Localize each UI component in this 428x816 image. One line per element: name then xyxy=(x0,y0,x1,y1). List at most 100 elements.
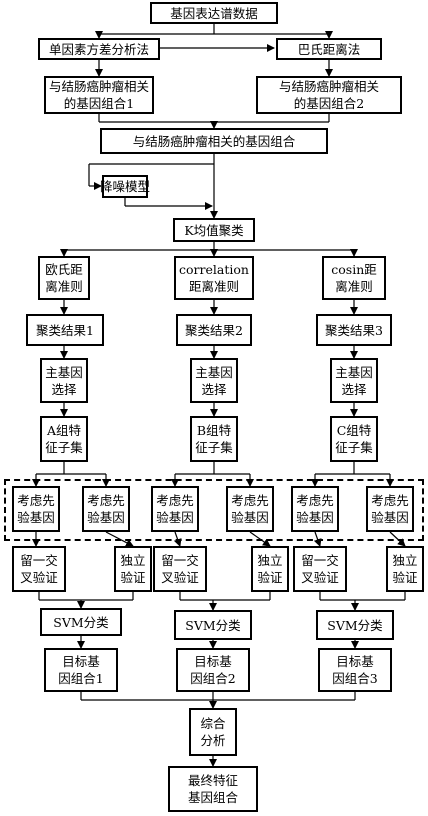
node-gene-expression-data: 基因表达谱数据 xyxy=(150,2,278,24)
node-text-line: 聚类结果2 xyxy=(185,322,243,338)
node-text-line: 叉验证 xyxy=(20,570,58,585)
node-text-line: 巴氏距离法 xyxy=(297,41,361,57)
node-text-line: 目标基 xyxy=(62,654,100,669)
node-text-line: 分析 xyxy=(200,733,226,748)
node-text-line: 主基因 xyxy=(335,364,373,380)
node-text-line: 基因表达谱数据 xyxy=(170,5,258,21)
node-text-line: 考虑先 xyxy=(17,493,55,508)
node-kmeans: K均值聚类 xyxy=(173,218,255,242)
node-text-line: 单因素方差分析法 xyxy=(48,41,149,57)
node-text-line: 征子集 xyxy=(195,440,233,455)
node-text-line: cosin距 xyxy=(331,262,377,277)
node-prior-knowledge-2b: 考虑先验基因 xyxy=(226,486,274,532)
node-text-line: 欧氏距 xyxy=(45,262,83,277)
node-loocv-1: 留一交叉验证 xyxy=(12,546,66,592)
node-text-line: 因组合1 xyxy=(58,671,104,686)
node-text-line: SVM分类 xyxy=(327,617,383,633)
node-prior-knowledge-3a: 考虑先验基因 xyxy=(291,486,339,532)
node-text-line: 选择 xyxy=(341,381,367,397)
node-text-line: 降噪模型 xyxy=(100,179,151,194)
node-text-line: 留一交 xyxy=(20,553,58,568)
node-text-line: 的基因组合2 xyxy=(293,96,365,111)
node-independent-validation-3: 独立验证 xyxy=(386,546,424,592)
node-text-line: 选择 xyxy=(51,381,77,397)
node-gene-combination-1: 与结肠癌肿瘤相关的基因组合1 xyxy=(44,76,154,114)
node-feature-subset-c: C组特征子集 xyxy=(330,416,378,462)
node-text-line: 主基因 xyxy=(45,364,83,380)
node-text-line: 考虑先 xyxy=(156,493,194,508)
node-text-line: correlation xyxy=(179,262,249,277)
node-text-line: 考虑先 xyxy=(371,493,409,508)
node-text-line: 与结肠癌肿瘤相关的基因组合 xyxy=(132,133,296,149)
node-text-line: 因组合2 xyxy=(190,671,236,686)
node-text-line: 离准则 xyxy=(45,279,83,294)
node-text-line: 验基因 xyxy=(17,510,55,525)
node-text-line: 验基因 xyxy=(87,510,125,525)
node-text-line: 主基因 xyxy=(195,364,233,380)
node-prior-knowledge-3b: 考虑先验基因 xyxy=(366,486,414,532)
node-text-line: 与结肠癌肿瘤相关 xyxy=(48,79,149,94)
node-text-line: B组特 xyxy=(196,423,232,438)
node-target-combination-3: 目标基因组合3 xyxy=(318,648,392,692)
node-text-line: 验证 xyxy=(120,570,146,585)
node-main-gene-selection-2: 主基因选择 xyxy=(190,358,238,403)
node-text-line: 验基因 xyxy=(296,510,334,525)
node-text-line: SVM分类 xyxy=(185,617,241,633)
node-text-line: 选择 xyxy=(201,381,227,397)
node-text-line: 离准则 xyxy=(335,279,373,294)
node-comprehensive-analysis: 综合分析 xyxy=(189,708,237,756)
node-text-line: 最终特征 xyxy=(187,773,238,788)
node-text-line: 验基因 xyxy=(371,510,409,525)
node-text-line: 考虑先 xyxy=(87,493,125,508)
node-text-line: A组特 xyxy=(46,423,82,438)
node-cluster-result-3: 聚类结果3 xyxy=(316,314,392,346)
node-text-line: 征子集 xyxy=(45,440,83,455)
node-text-line: 验基因 xyxy=(156,510,194,525)
node-text-line: 距离准则 xyxy=(188,279,239,294)
node-text-line: 验基因 xyxy=(231,510,269,525)
node-bhattacharyya-distance: 巴氏距离法 xyxy=(276,38,382,60)
node-text-line: 叉验证 xyxy=(161,570,199,585)
node-final-feature-genes: 最终特征基因组合 xyxy=(168,766,258,812)
node-loocv-2: 留一交叉验证 xyxy=(153,546,207,592)
node-text-line: 因组合3 xyxy=(332,671,378,686)
node-text-line: 基因组合 xyxy=(187,790,238,805)
node-text-line: 聚类结果1 xyxy=(36,322,94,338)
node-prior-knowledge-1b: 考虑先验基因 xyxy=(82,486,130,532)
node-anova: 单因素方差分析法 xyxy=(38,38,160,60)
node-text-line: 独立 xyxy=(257,553,283,568)
node-text-line: C组特 xyxy=(336,423,372,438)
node-text-line: 的基因组合1 xyxy=(63,96,135,111)
node-text-line: 征子集 xyxy=(335,440,373,455)
node-text-line: 独立 xyxy=(392,553,418,568)
node-target-combination-1: 目标基因组合1 xyxy=(44,648,118,692)
node-text-line: 验证 xyxy=(257,570,283,585)
node-text-line: 留一交 xyxy=(161,553,199,568)
node-text-line: 聚类结果3 xyxy=(325,322,383,338)
node-text-line: 与结肠癌肿瘤相关 xyxy=(278,79,379,94)
node-cluster-result-2: 聚类结果2 xyxy=(176,314,252,346)
node-text-line: 考虑先 xyxy=(296,493,334,508)
node-main-gene-selection-3: 主基因选择 xyxy=(330,358,378,403)
node-feature-subset-a: A组特征子集 xyxy=(40,416,88,462)
prior-knowledge-group xyxy=(4,479,424,541)
node-prior-knowledge-2a: 考虑先验基因 xyxy=(151,486,199,532)
node-euclidean-criterion: 欧氏距离准则 xyxy=(38,256,90,300)
node-text-line: 目标基 xyxy=(336,654,374,669)
node-feature-subset-b: B组特征子集 xyxy=(190,416,238,462)
node-text-line: 留一交 xyxy=(301,553,339,568)
node-text-line: 叉验证 xyxy=(301,570,339,585)
node-text-line: 目标基 xyxy=(194,654,232,669)
node-text-line: SVM分类 xyxy=(53,614,109,630)
node-text-line: 考虑先 xyxy=(231,493,269,508)
node-main-gene-selection-1: 主基因选择 xyxy=(40,358,88,403)
node-cosine-criterion: cosin距离准则 xyxy=(322,256,386,300)
node-text-line: K均值聚类 xyxy=(184,222,244,238)
node-loocv-3: 留一交叉验证 xyxy=(293,546,347,592)
node-text-line: 综合 xyxy=(200,716,226,731)
node-text-line: 验证 xyxy=(392,570,418,585)
node-gene-combination-2: 与结肠癌肿瘤相关的基因组合2 xyxy=(256,76,402,114)
node-merged-gene-combination: 与结肠癌肿瘤相关的基因组合 xyxy=(100,128,328,154)
node-correlation-criterion: correlation 距离准则 xyxy=(174,256,254,300)
